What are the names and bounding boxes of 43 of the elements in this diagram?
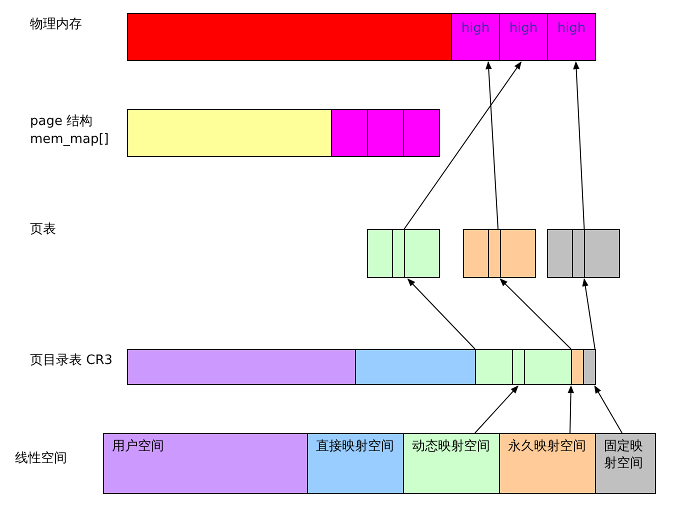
memory-region [451, 13, 500, 61]
memory-region [307, 433, 404, 494]
page-label: high [508, 20, 539, 37]
region-label: 用户空间 [111, 438, 165, 456]
memory-cell [583, 349, 596, 385]
memory-cell [127, 349, 356, 385]
memory-cell [367, 109, 404, 157]
memory-region [499, 433, 596, 494]
region-label: 直接映射空间 [315, 438, 395, 456]
row-label: 物理内存 [30, 16, 83, 34]
memory-region [547, 13, 596, 61]
memory-cell [331, 109, 368, 157]
memory-cell [403, 109, 440, 157]
arrow [573, 61, 585, 230]
memory-region [595, 433, 656, 494]
memory-cell [127, 13, 452, 61]
arrow [594, 385, 623, 434]
memory-cell [127, 109, 332, 157]
memory-cell [355, 349, 476, 385]
arrow [404, 61, 522, 230]
memory-cell [463, 229, 536, 278]
region-label: 固定映射空间 [603, 438, 644, 473]
row-label: 页目录表 CR3 [30, 352, 114, 370]
region-label: 动态映射空间 [411, 438, 491, 456]
memory-region [499, 13, 548, 61]
arrow [500, 278, 572, 350]
arrow [474, 385, 518, 434]
arrow [568, 385, 574, 434]
memory-cell [571, 349, 584, 385]
memory-region [403, 433, 500, 494]
memory-cell [367, 229, 440, 278]
arrow [582, 278, 596, 350]
memory-cell [547, 229, 620, 278]
arrow [407, 278, 476, 350]
region-label: 永久映射空间 [507, 438, 587, 456]
row-label: page 结构 mem_map[] [30, 113, 110, 149]
row-label: 线性空间 [15, 450, 68, 468]
memory-cell [475, 349, 572, 385]
arrow [485, 61, 499, 230]
page-label: high [460, 20, 491, 37]
page-label: high [556, 20, 587, 37]
memory-region [103, 433, 308, 494]
row-label: 页表 [30, 221, 57, 239]
